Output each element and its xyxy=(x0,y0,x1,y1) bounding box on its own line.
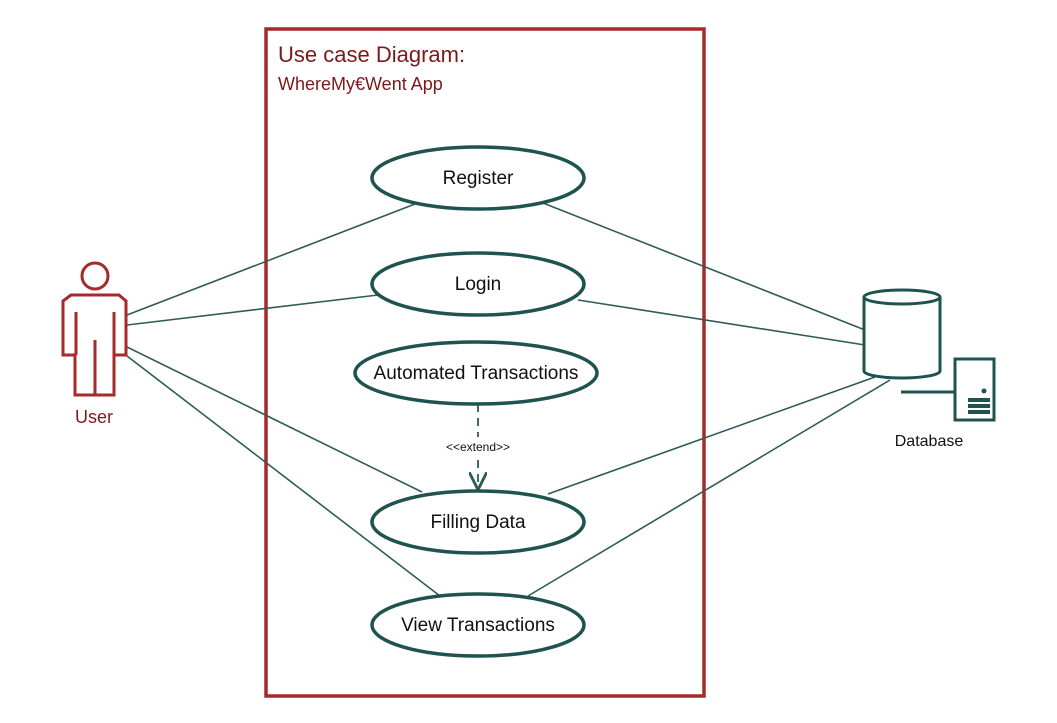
use-case-register-label: Register xyxy=(443,168,514,189)
database-login-line xyxy=(577,299,866,346)
use-case-filling-data-label: Filling Data xyxy=(430,512,525,533)
database-filling-line xyxy=(547,376,876,495)
use-case-automated-transactions-label: Automated Transactions xyxy=(374,363,579,384)
actor-database[interactable]: Database xyxy=(862,288,996,450)
use-case-automated-transactions-shape[interactable] xyxy=(353,340,599,406)
user-view-line xyxy=(126,355,441,597)
database-view-line xyxy=(527,379,891,597)
diagram-title: Use case Diagram: xyxy=(278,42,465,67)
actor-user[interactable]: User xyxy=(61,261,128,427)
use-case-view-transactions[interactable]: View Transactions xyxy=(370,592,586,658)
database-cylinder-icon xyxy=(862,288,942,380)
use-case-view-transactions-shape[interactable] xyxy=(370,592,586,658)
diagram-subtitle: WhereMy€Went App xyxy=(278,74,443,94)
stick-figure-icon xyxy=(61,261,128,397)
user-associations xyxy=(126,203,441,597)
use-case-login-label: Login xyxy=(455,274,502,295)
use-case-login[interactable]: Login xyxy=(370,251,586,317)
use-case-register-shape[interactable] xyxy=(370,145,586,211)
use-case-login-shape[interactable] xyxy=(370,251,586,317)
use-case-view-transactions-label: View Transactions xyxy=(401,615,555,636)
use-case-register[interactable]: Register xyxy=(370,145,586,211)
extend-label: <<extend>> xyxy=(446,440,510,454)
use-case-automated-transactions[interactable]: Automated Transactions xyxy=(353,340,599,406)
user-filling-line xyxy=(126,346,423,493)
actor-database-label: Database xyxy=(895,433,964,450)
database-associations xyxy=(527,202,891,597)
user-register-line xyxy=(126,203,416,316)
extend-label-bg xyxy=(438,437,518,455)
use-case-filling-data[interactable]: Filling Data xyxy=(370,489,586,555)
database-register-line xyxy=(542,202,866,331)
user-login-line xyxy=(126,294,379,326)
server-icon xyxy=(901,357,996,422)
system-boundary xyxy=(264,27,706,698)
use-case-filling-data-shape[interactable] xyxy=(370,489,586,555)
actor-user-label: User xyxy=(75,407,113,427)
